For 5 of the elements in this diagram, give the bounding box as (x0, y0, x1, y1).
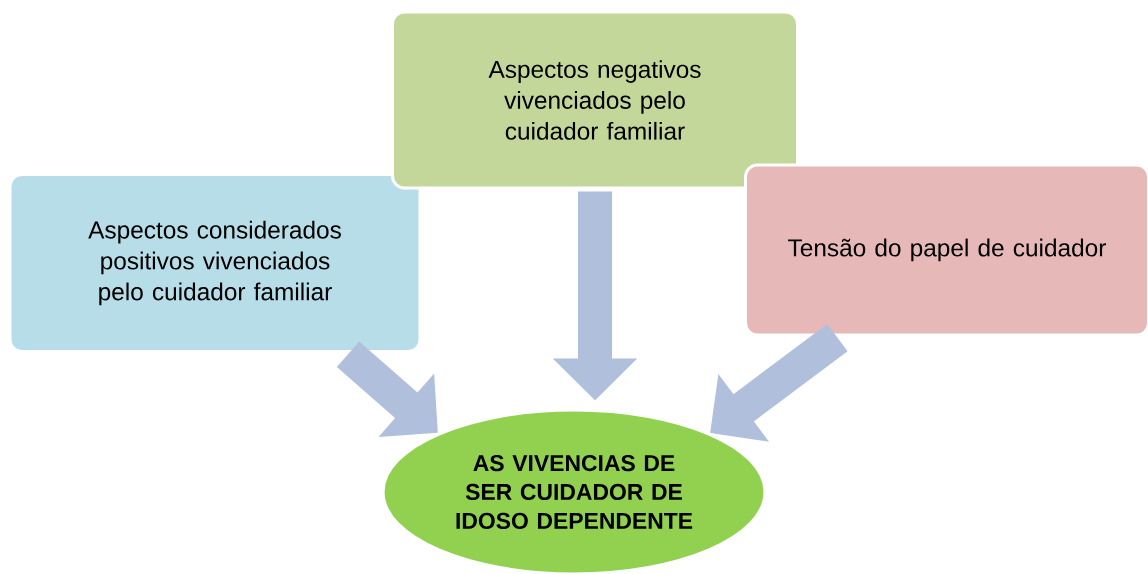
process-box: Aspectos considerados positivos vivenciados pelo cuidador familiar (8, 173, 422, 353)
process-box: Tensão do papel de cuidador (744, 163, 1148, 337)
process-box: Aspectos negativos vivenciados pelo cuidador familiar (391, 10, 799, 190)
block-arrow (710, 324, 848, 442)
ellipse-node: AS VIVENCIAS DE SER CUIDADOR DE IDOSO DEPENDENTE (381, 408, 767, 574)
